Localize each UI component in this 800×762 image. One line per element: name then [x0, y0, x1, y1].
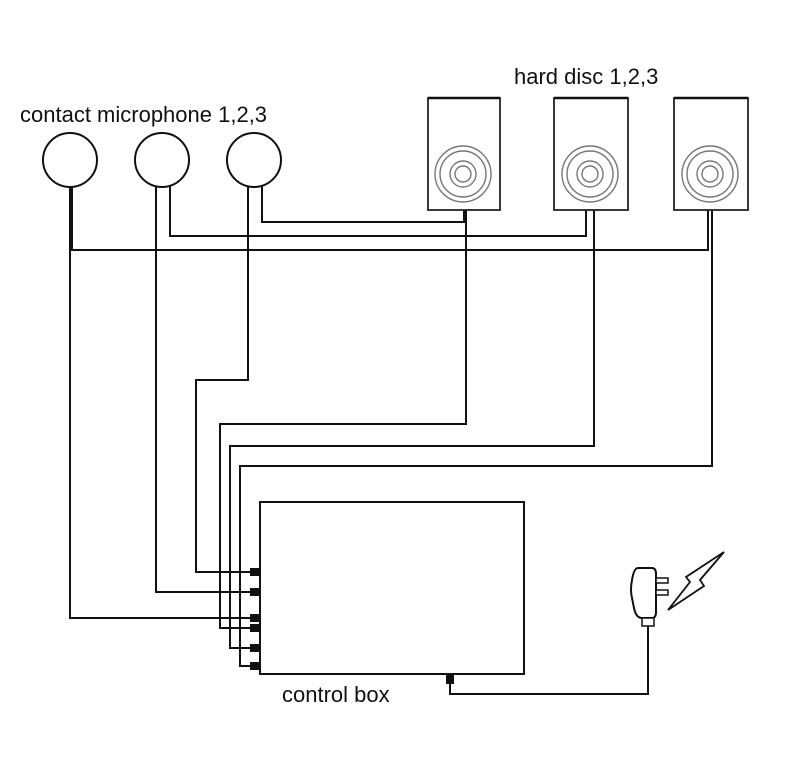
- hard-disc-speaker-2: [553, 96, 629, 211]
- power-adapter-icon: [630, 567, 669, 627]
- wire-power-cord: [449, 626, 649, 695]
- lightning-bolt-icon: [667, 551, 725, 611]
- control-box-jacks: [250, 568, 260, 670]
- contact-microphone-1: [42, 132, 98, 188]
- wire-mic2-disc2: [169, 186, 587, 237]
- hard-disc-speaker-1: [427, 96, 501, 211]
- wire-mic1-disc3: [71, 186, 709, 251]
- control-box: [259, 501, 525, 675]
- contact-microphone-2: [134, 132, 190, 188]
- wire-mic1-controlbox: [69, 186, 252, 619]
- power-jack: [446, 674, 454, 684]
- wire-mic2-controlbox: [155, 186, 252, 593]
- wire-disc3-controlbox: [239, 208, 713, 667]
- hard-disc-speaker-3: [673, 96, 749, 211]
- label-hard-discs: hard disc 1,2,3: [514, 64, 659, 89]
- wire-mic3-controlbox: [195, 186, 252, 573]
- label-control-box: control box: [282, 682, 390, 707]
- contact-microphone-3: [226, 132, 282, 188]
- label-contact-microphones: contact microphone 1,2,3: [20, 102, 268, 127]
- wire-disc2-controlbox: [229, 208, 595, 649]
- wire-mic3-disc1: [261, 186, 465, 223]
